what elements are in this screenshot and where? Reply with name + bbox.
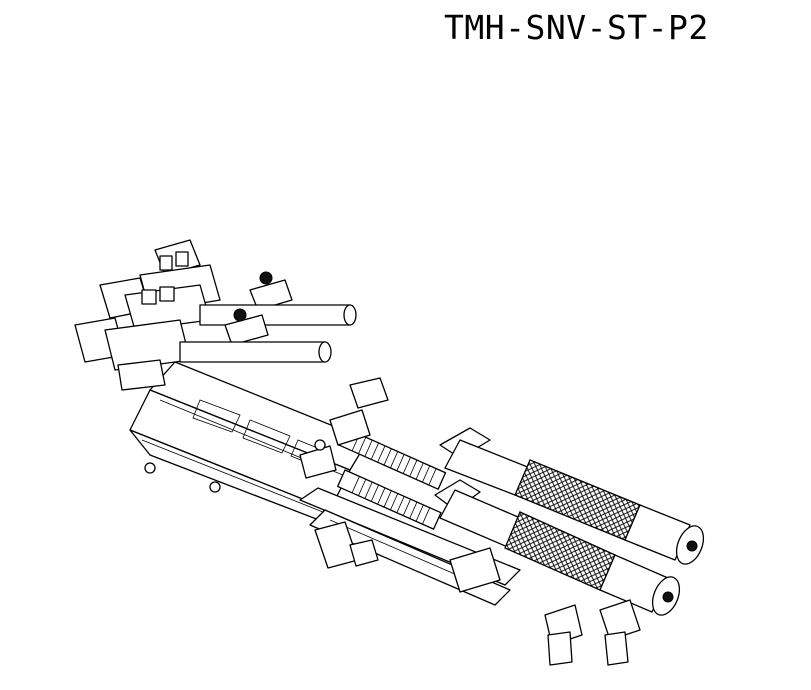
upper-motor — [440, 428, 709, 568]
valve-block-lower — [75, 318, 190, 390]
upper-handle — [200, 272, 356, 325]
drawing-title: TMH-SNV-ST-P2 — [444, 8, 709, 47]
lower-handle — [180, 309, 331, 362]
lower-spring-unit — [338, 470, 441, 529]
mid-clamps — [300, 378, 388, 478]
lower-motor — [435, 480, 685, 619]
bottom-fittings — [145, 440, 640, 665]
frame-rails — [130, 362, 368, 530]
